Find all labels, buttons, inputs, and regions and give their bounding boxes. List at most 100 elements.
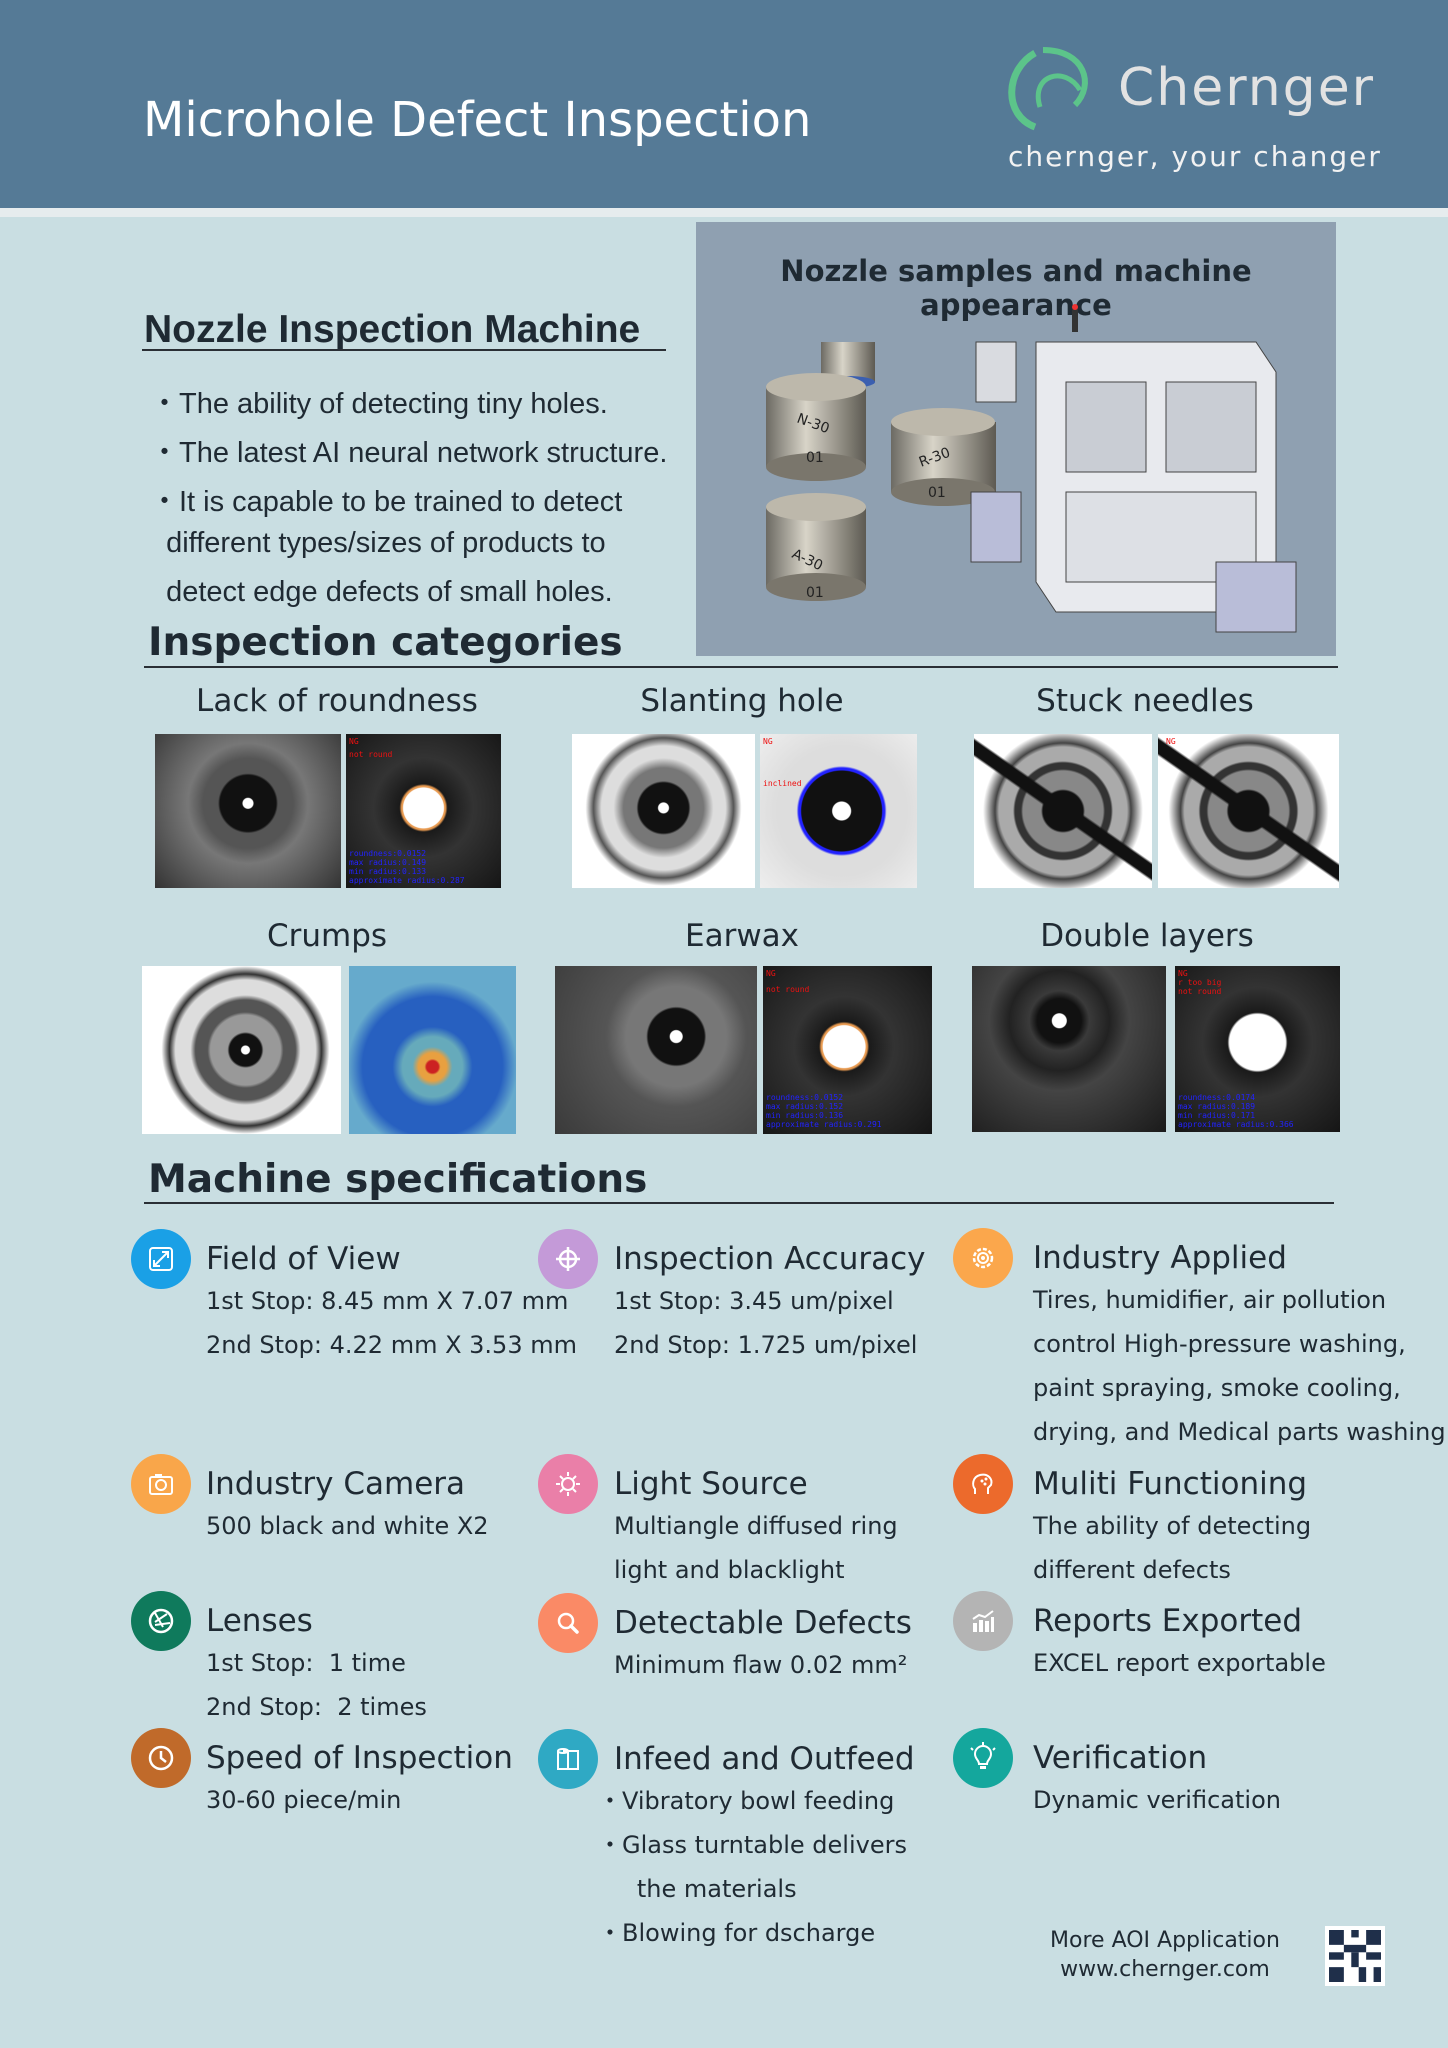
overlay-label: roundness:0.0152	[766, 1093, 844, 1102]
category-title: Crumps	[266, 918, 388, 954]
category-title: Slanting hole	[640, 683, 844, 719]
category-title: Lack of roundness	[196, 683, 478, 719]
spec-item: Infeed and Outfeed ・Vibratory bowl feedin…	[598, 1739, 915, 1955]
overlay-label: approximate radius:0.366	[1178, 1120, 1294, 1129]
spec-title: Infeed and Outfeed	[614, 1741, 915, 1777]
double-layers-result-image: NG r too big not round roundness:0.0174 …	[1175, 966, 1340, 1132]
machine-bullet: ・It is capable to be trained to detect	[150, 486, 623, 518]
spec-detail: Minimum flaw 0.02 mm²	[614, 1651, 908, 1679]
lightbulb-icon	[953, 1728, 1013, 1788]
crosshair-icon	[538, 1229, 598, 1289]
categories-rule	[144, 666, 1338, 668]
stuck-needles-original-image	[974, 734, 1152, 888]
nozzle-machine-photo-panel: Nozzle samples and machine appearance N-…	[696, 222, 1336, 656]
machine-bullet: ・The latest AI neural network structure.	[150, 437, 668, 469]
spec-detail: 1st Stop: 1 time	[206, 1649, 406, 1677]
roll-icon	[538, 1729, 598, 1789]
overlay-label: min radius:0.136	[766, 1111, 844, 1120]
category-title: Stuck needles	[1036, 683, 1254, 719]
spec-detail: 500 black and white X2	[206, 1512, 489, 1540]
lack-of-roundness-result-image: NG not round roundness:0.0152 max radius…	[346, 734, 501, 888]
crumps-heatmap-image	[349, 966, 516, 1134]
overlay-label: approximate radius:0.287	[349, 876, 465, 885]
spec-title: Speed of Inspection	[206, 1740, 513, 1776]
logo-text: Chernger	[1118, 58, 1376, 118]
overlay-label: max radius:0.149	[349, 858, 427, 867]
magnifier-icon	[538, 1593, 598, 1653]
sun-icon	[538, 1454, 598, 1514]
spec-detail: 1st Stop: 8.45 mm X 7.07 mm	[206, 1287, 569, 1315]
header-divider	[0, 208, 1448, 217]
bar-chart-icon	[953, 1591, 1013, 1651]
overlay-label: max radius:0.152	[766, 1102, 844, 1111]
slanting-hole-result-image: NG inclined	[760, 734, 917, 888]
nozzle-label: 01	[806, 450, 824, 466]
machine-bullet: ・The ability of detecting tiny holes.	[150, 388, 608, 420]
overlay-label: r too big	[1178, 978, 1222, 987]
spec-title: Detectable Defects	[614, 1605, 912, 1641]
footer-text: More AOI Application www.chernger.com	[1040, 1926, 1290, 1984]
overlay-label: not round	[766, 985, 810, 994]
spec-title: Inspection Accuracy	[614, 1241, 926, 1277]
spec-detail: Tires, humidifier, air pollution	[1033, 1286, 1387, 1314]
overlay-label: NG	[1178, 969, 1188, 978]
category-title: Earwax	[684, 918, 800, 954]
spec-detail: drying, and Medical parts washing.	[1033, 1418, 1448, 1446]
overlay-label: roundness:0.0152	[349, 849, 427, 858]
aperture-icon	[131, 1591, 191, 1651]
spec-detail: Dynamic verification	[1033, 1786, 1281, 1814]
specs-heading: Machine specifications	[148, 1157, 648, 1202]
gear-icon	[953, 1228, 1013, 1288]
earwax-original-image	[555, 966, 757, 1134]
spec-title: Reports Exported	[1033, 1603, 1302, 1639]
machine-heading-underline	[142, 349, 666, 351]
panel-title: Nozzle samples and machine appearance	[780, 254, 1252, 322]
spec-detail: ・Vibratory bowl feeding	[598, 1787, 895, 1815]
spec-title: Industry Applied	[1033, 1240, 1287, 1276]
machine-heading: Nozzle Inspection Machine	[144, 308, 641, 351]
tagline: chernger, your changer	[1008, 140, 1382, 173]
machine-bullet: detect edge defects of small holes.	[150, 576, 613, 608]
qr-code[interactable]	[1325, 1926, 1385, 1986]
spec-title: Field of View	[206, 1241, 401, 1277]
overlay-label: min radius:0.133	[349, 867, 427, 876]
lack-of-roundness-original-image	[155, 734, 341, 888]
overlay-label: not round	[1178, 987, 1222, 996]
spec-title: Verification	[1033, 1740, 1208, 1776]
spec-title: Lenses	[206, 1603, 313, 1639]
spec-detail: EXCEL report exportable	[1033, 1649, 1326, 1677]
spec-detail: 2nd Stop: 1.725 um/pixel	[614, 1331, 918, 1359]
double-layers-original-image	[972, 966, 1166, 1132]
spec-detail: ・Blowing for dscharge	[598, 1919, 876, 1947]
categories-heading: Inspection categories	[148, 620, 623, 665]
spec-item: Inspection Accuracy 1st Stop: 3.45 um/pix…	[614, 1239, 926, 1367]
spec-detail: control High-pressure washing,	[1033, 1330, 1406, 1358]
page-title: Microhole Defect Inspection	[143, 92, 812, 148]
nozzle-and-machine-illustration: N-30 01 R-30 01 A-30 01	[766, 304, 1297, 633]
category-title: Double layers	[1040, 918, 1254, 954]
footer-more-aoi: More AOI Application	[1050, 1928, 1280, 1953]
nozzle-label: 01	[806, 585, 824, 601]
overlay-label: max radius:0.189	[1178, 1102, 1256, 1111]
overlay-label: NG	[766, 969, 776, 978]
spec-title: Light Source	[614, 1466, 808, 1502]
spec-detail: paint spraying, smoke cooling,	[1033, 1374, 1401, 1402]
expand-icon	[131, 1229, 191, 1289]
overlay-label: inclined	[763, 779, 802, 788]
overlay-label: min radius:0.171	[1178, 1111, 1256, 1120]
nozzle-label: 01	[928, 485, 946, 501]
spec-detail: the materials	[614, 1875, 797, 1903]
overlay-label: not round	[349, 750, 393, 759]
footer-website-link[interactable]: www.chernger.com	[1060, 1957, 1270, 1982]
overlay-label: NG	[763, 737, 773, 746]
spec-detail: ・Glass turntable delivers	[598, 1831, 907, 1859]
spec-detail: The ability of detecting	[1033, 1512, 1312, 1540]
overlay-label: roundness:0.0174	[1178, 1093, 1256, 1102]
brain-icon	[953, 1454, 1013, 1514]
spec-detail: 1st Stop: 3.45 um/pixel	[614, 1287, 894, 1315]
